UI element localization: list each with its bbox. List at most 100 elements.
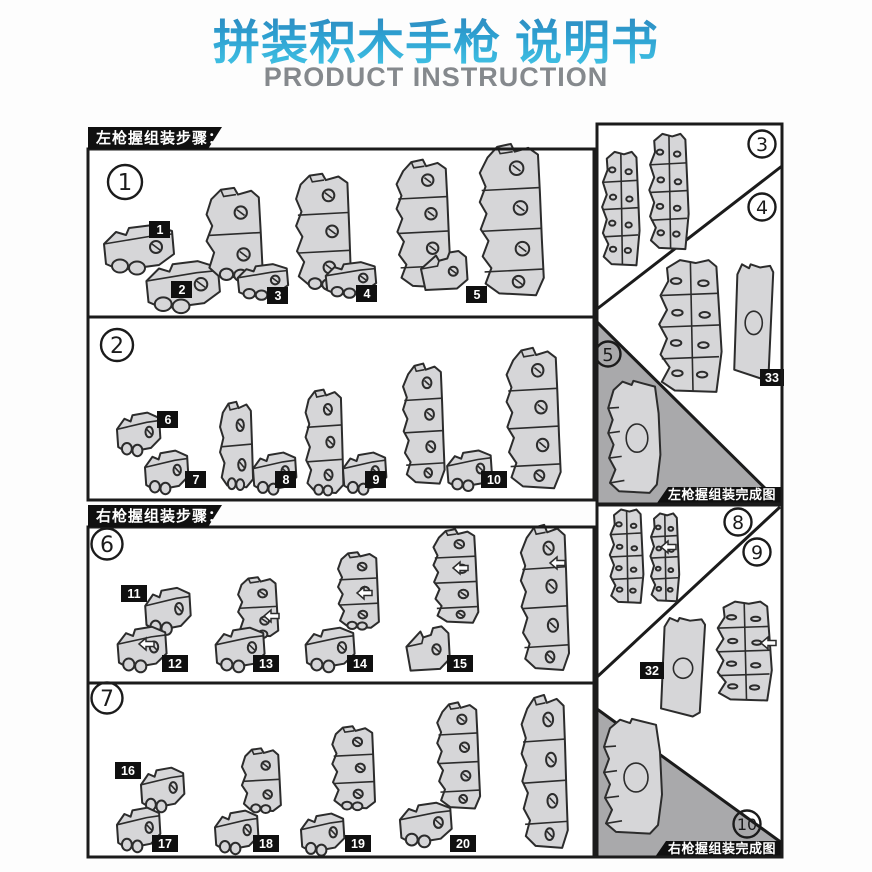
left-grip-tab-text: 左枪握组装步骤： — [95, 129, 224, 147]
part-label-text: 6 — [165, 413, 172, 427]
part-label-text: 18 — [259, 837, 273, 851]
panel-steps-8-9-10: 32 8 9 10 右枪握组装完成图 — [595, 505, 783, 857]
part-label — [347, 655, 373, 672]
right-grip-tab — [88, 505, 222, 527]
diagonal-divider — [595, 320, 784, 507]
part-label — [253, 835, 279, 852]
part-label — [466, 286, 487, 303]
panel-step7-border — [86, 681, 596, 859]
panel-step2-border — [86, 315, 596, 502]
step-7-number: 7 — [100, 687, 114, 712]
part-label-text: 7 — [193, 473, 200, 487]
part-label-text: 19 — [351, 837, 365, 851]
grip-stack-art — [304, 388, 345, 497]
step-10-number: 10 — [737, 815, 757, 834]
page-subtitle: PRODUCT INSTRUCTION — [263, 62, 609, 92]
part-label — [162, 655, 188, 672]
panel-steps-3-4-5: 33 3 4 5 左枪握组装完成图 — [594, 129, 784, 507]
grip-stack-art — [331, 725, 376, 811]
part-label-text: 1 — [157, 223, 164, 237]
part-label-text: 2 — [179, 283, 186, 297]
part-label-text: 9 — [373, 473, 380, 487]
right-grip-complete-text: 右枪握组装完成图 — [667, 841, 776, 856]
step-9-number: 9 — [751, 542, 763, 564]
step-10-badge — [732, 809, 762, 839]
diagonal-divider — [596, 164, 783, 311]
panel-step-1: 1 1 2 3 4 5 — [103, 142, 545, 315]
grip-half-art — [601, 151, 641, 267]
part-label-text: 15 — [453, 657, 467, 671]
step-8-badge — [723, 507, 753, 537]
part-label-text: 4 — [364, 287, 371, 301]
part-33-label — [760, 369, 784, 386]
right-grip-complete-bar — [655, 841, 782, 857]
part-label — [115, 762, 141, 779]
grip-stack-art — [402, 362, 446, 485]
grip-assembly-art — [657, 258, 723, 394]
left-grip-tab — [88, 127, 222, 149]
part-33-label-text: 33 — [765, 371, 779, 385]
right-grip-tab-text: 右枪握组装步骤： — [96, 507, 224, 525]
part-32-label-text: 32 — [645, 664, 659, 678]
step-8-number: 8 — [732, 512, 744, 534]
part-label-text: 3 — [275, 289, 282, 303]
part-label — [185, 471, 206, 488]
step-2-number: 2 — [110, 334, 124, 359]
part-label-text: 12 — [168, 657, 182, 671]
left-grip-complete-bar — [657, 487, 782, 503]
grip-stack-art — [519, 523, 570, 671]
part-label-text: 14 — [353, 657, 367, 671]
part-label — [253, 655, 279, 672]
part-label-text: 13 — [259, 657, 273, 671]
grip-stack-art — [432, 528, 480, 624]
panel-right-complete-border — [595, 503, 784, 859]
part-label — [447, 655, 473, 672]
panel-step-2: 2 6 7 8 9 10 — [99, 327, 562, 497]
step-3-badge — [747, 129, 777, 159]
grip-stack-art — [241, 747, 282, 814]
grip-stack-art — [520, 693, 569, 849]
panel-step-6: 6 11 12 13 14 15 — [90, 523, 570, 674]
panel-step-7: 7 16 17 18 19 20 — [90, 681, 569, 857]
step-5-number: 5 — [602, 345, 613, 366]
part-label — [481, 471, 507, 488]
part-label — [356, 285, 377, 302]
part-label — [149, 221, 170, 238]
step-4-number: 4 — [756, 197, 768, 219]
part-label-text: 10 — [487, 473, 501, 487]
grip-assembly-art — [715, 600, 773, 702]
step-3-number: 3 — [756, 134, 768, 156]
step-4-badge — [747, 192, 777, 222]
part-32-label — [640, 662, 664, 679]
part-label-text: 20 — [456, 837, 470, 851]
part-label — [171, 281, 192, 298]
step-2-badge — [99, 327, 135, 363]
grip-stack-art — [205, 186, 264, 282]
part-label — [121, 585, 147, 602]
grip-stack-art — [436, 701, 481, 810]
grip-half-art — [649, 512, 680, 602]
step-6-number: 6 — [100, 533, 114, 558]
step-9-badge — [742, 537, 772, 567]
part-label-text: 16 — [121, 764, 135, 778]
part-label-text: 5 — [474, 288, 481, 302]
grip-cover-plate-art — [733, 263, 775, 380]
page-title: 拼装积木手枪 说明书 — [0, 4, 872, 73]
diagonal-divider — [595, 505, 782, 679]
part-label — [157, 411, 178, 428]
grip-cover-plate-art — [660, 617, 706, 718]
part-label — [152, 835, 178, 852]
left-grip-complete-text: 左枪握组装完成图 — [668, 487, 776, 502]
part-label — [365, 471, 386, 488]
part-label — [267, 287, 288, 304]
part-label-text: 11 — [127, 587, 140, 601]
part-label — [275, 471, 296, 488]
grip-half-art — [648, 133, 690, 250]
part-label-text: 8 — [283, 473, 290, 487]
completed-grip-art — [607, 379, 662, 494]
completed-grip-art — [603, 717, 663, 835]
grip-half-art — [609, 508, 645, 604]
part-label — [450, 835, 476, 852]
